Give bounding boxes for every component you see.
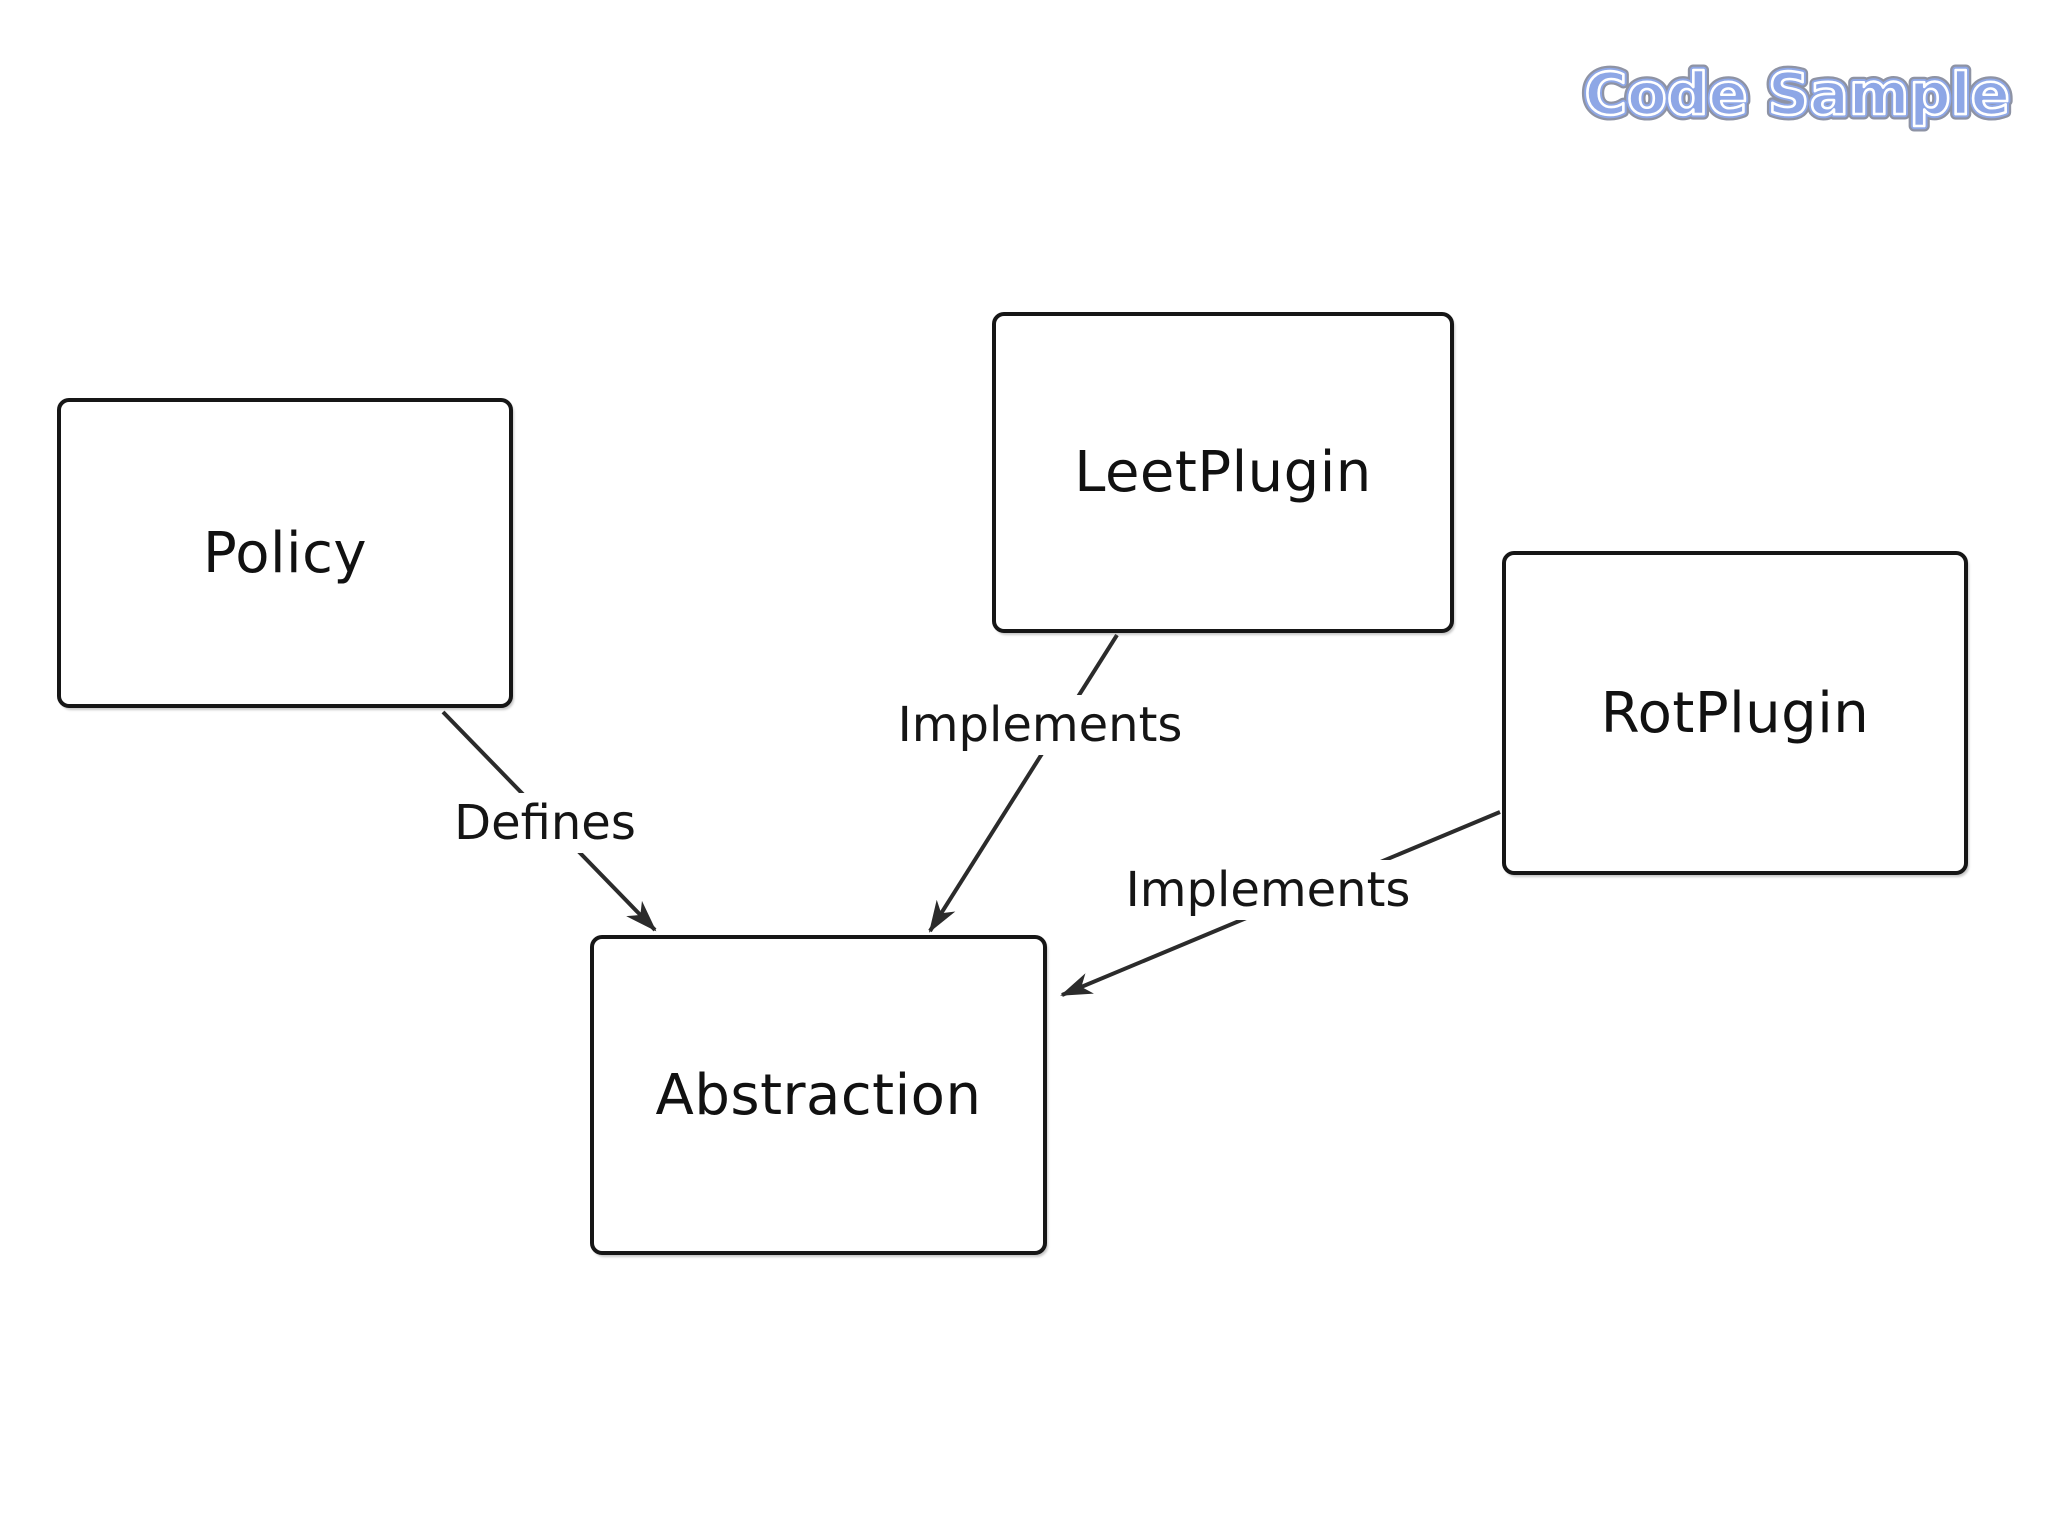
code-sample-watermark: Code Sample Code Sample Code Sample: [1579, 55, 2016, 134]
edge-label-defines: Defines: [444, 793, 646, 853]
watermark-outline-layer: Code Sample: [1584, 60, 2010, 128]
watermark-inline-layer: Code Sample: [1584, 60, 2010, 128]
node-rotplugin: RotPlugin: [1502, 551, 1968, 875]
node-leetplugin-label: LeetPlugin: [1074, 440, 1372, 505]
node-policy-label: Policy: [202, 520, 368, 586]
edge-label-implements-rotplugin: Implements: [1115, 860, 1421, 920]
implements-arrow-leetplugin: [928, 633, 1119, 933]
node-rotplugin-label: RotPlugin: [1600, 680, 1870, 746]
edge-label-implements-leetplugin: Implements: [887, 695, 1193, 755]
node-abstraction: Abstraction: [590, 935, 1047, 1255]
node-leetplugin: LeetPlugin: [992, 312, 1454, 633]
watermark-fill-layer: Code Sample: [1584, 60, 2010, 128]
node-policy: Policy: [57, 398, 513, 708]
node-abstraction-label: Abstraction: [655, 1062, 982, 1128]
